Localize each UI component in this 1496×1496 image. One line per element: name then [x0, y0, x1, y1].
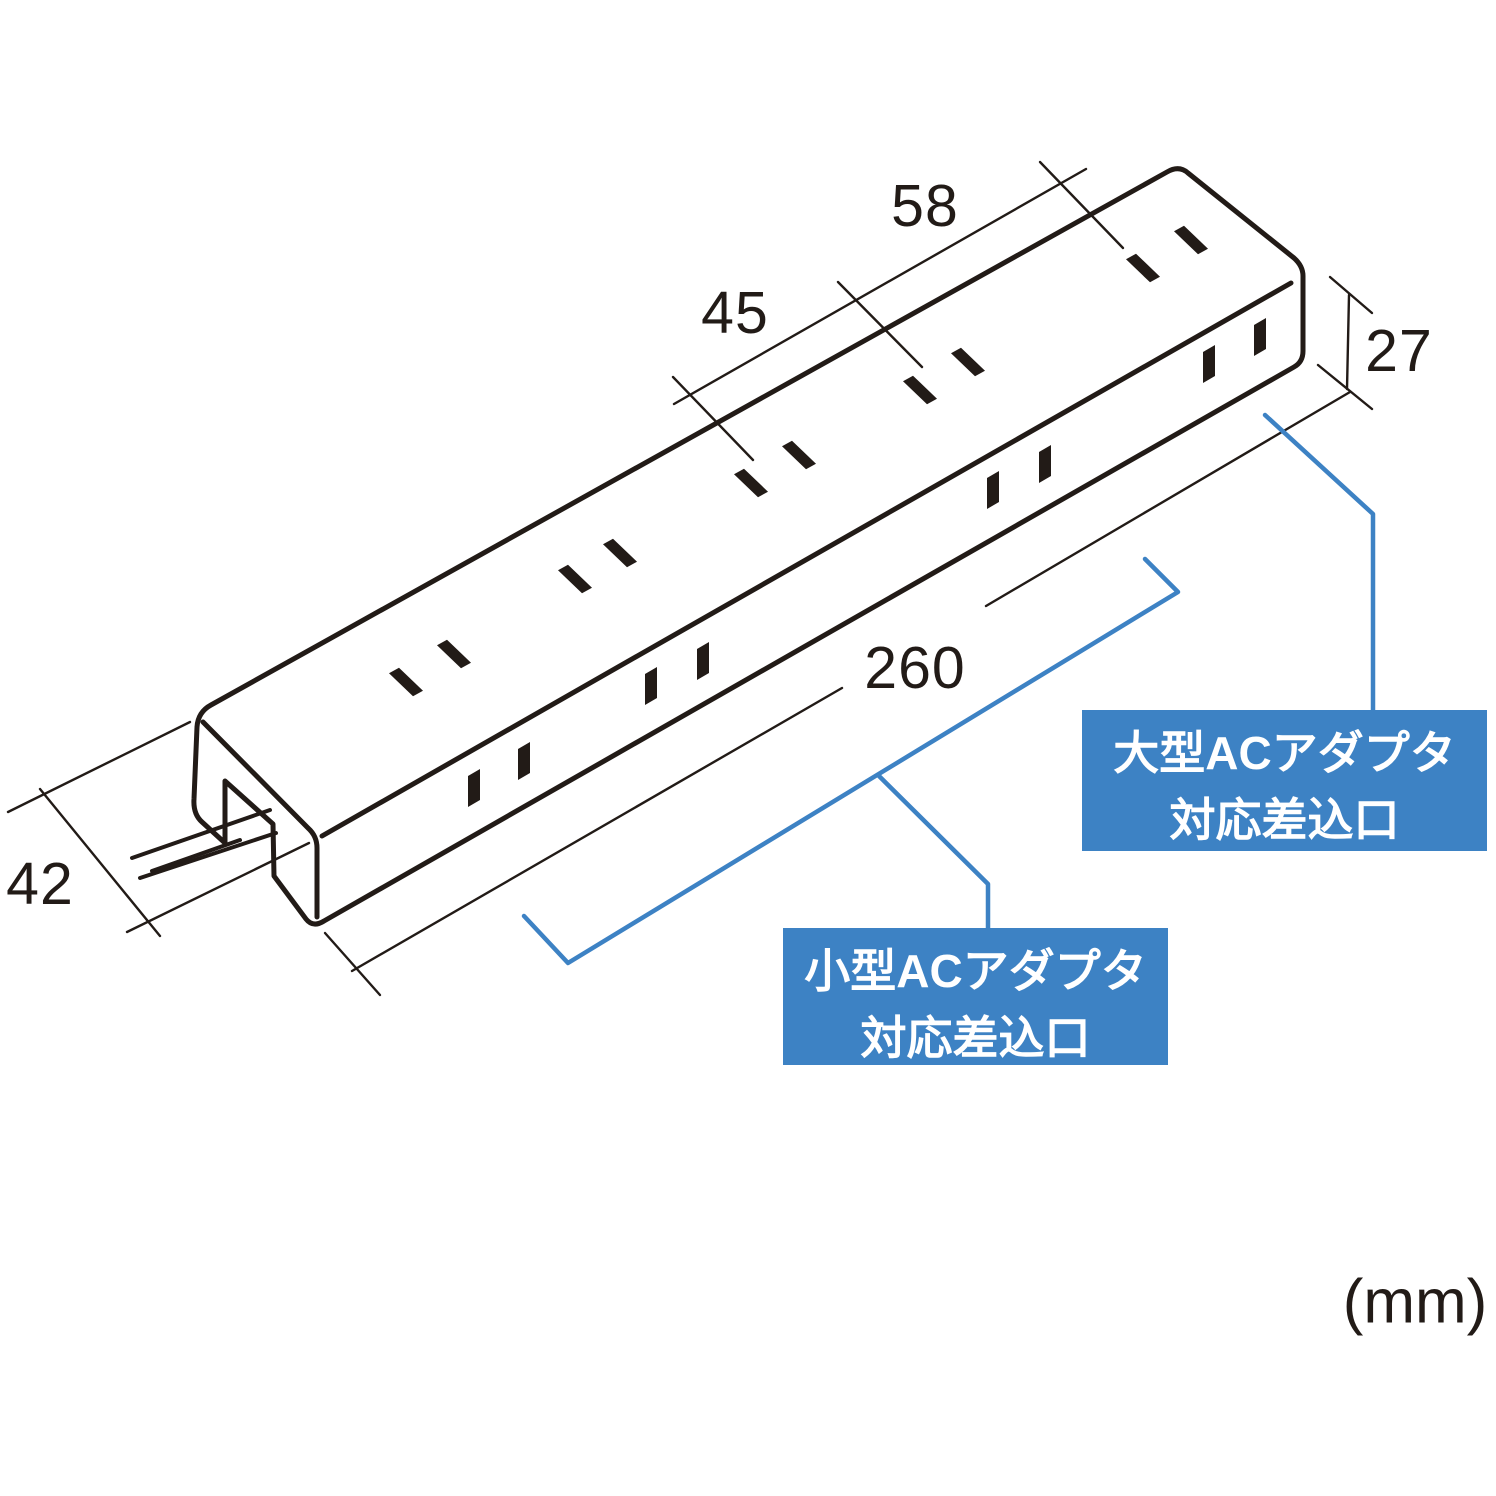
dim-pitch-lines — [671, 160, 1125, 462]
dim-depth-lines — [6, 720, 311, 938]
dim-260-label: 260 — [864, 635, 966, 701]
outlet-slot — [1174, 225, 1208, 255]
cable-lines — [130, 808, 278, 880]
outlet-slot — [468, 769, 480, 807]
outlet-slot — [782, 440, 816, 470]
dimension-lines — [6, 160, 1374, 997]
outlet-slot — [903, 375, 937, 405]
strip-body-outline — [191, 166, 1306, 927]
dim-58-label: 58 — [891, 173, 959, 239]
outlet-slot — [645, 667, 657, 705]
dim-42-label: 42 — [6, 851, 74, 917]
callout-large-line1: 大型ACアダプタ — [1113, 727, 1456, 779]
small-adapter-bracket — [521, 556, 1181, 966]
end-face-top-edge — [200, 719, 320, 920]
dim-27-label: 27 — [1365, 318, 1433, 384]
outlet-slot — [697, 642, 709, 680]
outlet-slots-top — [389, 225, 1208, 697]
outlet-slot — [734, 468, 768, 498]
large-adapter-leader — [1262, 412, 1376, 715]
outlet-slot — [1039, 445, 1051, 483]
top-front-ridge — [319, 280, 1294, 839]
outlet-slot — [389, 667, 423, 697]
callout-large-adapter: 大型ACアダプタ 対応差込口 — [1082, 710, 1487, 851]
outlet-slot — [518, 742, 530, 780]
outlet-slot — [951, 347, 985, 377]
outlet-slots-front — [468, 318, 1266, 807]
dim-length-lines — [323, 390, 1352, 997]
callout-large-line2: 対応差込口 — [1169, 794, 1400, 846]
callout-leaders — [521, 412, 1376, 966]
unit-label: (mm) — [1342, 1267, 1488, 1337]
dim-45-label: 45 — [701, 280, 769, 346]
outlet-slot — [603, 538, 637, 568]
strip-silhouette — [191, 166, 1306, 927]
callout-small-line2: 対応差込口 — [860, 1012, 1091, 1064]
outlet-slot — [987, 471, 999, 509]
callout-small-adapter: 小型ACアダプタ 対応差込口 — [783, 928, 1168, 1065]
dim-height-lines — [1316, 275, 1374, 411]
outlet-slot — [1203, 345, 1215, 383]
outlet-slot — [437, 639, 471, 669]
outlet-slot — [1126, 253, 1160, 283]
outlet-slot — [558, 564, 592, 594]
callout-small-line1: 小型ACアダプタ — [804, 945, 1147, 997]
small-adapter-leader — [876, 773, 991, 933]
outlet-slot — [1254, 318, 1266, 356]
